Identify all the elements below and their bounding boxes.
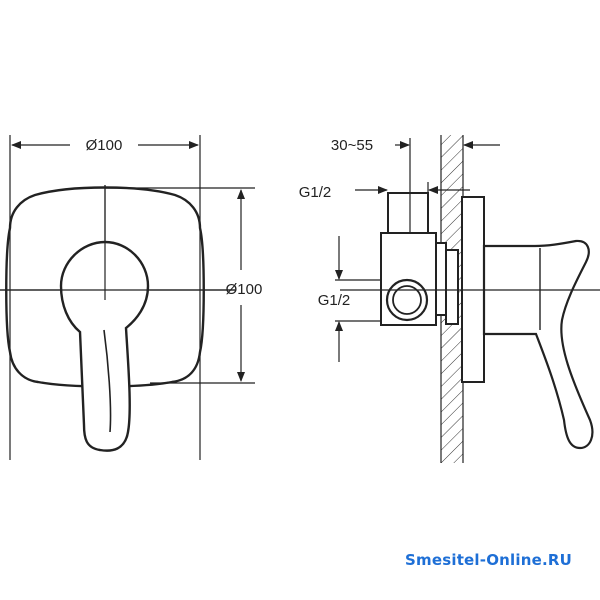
lever-handle-inner-edge [103, 329, 112, 433]
front-height-label: Ø100 [226, 281, 263, 298]
side-view [335, 135, 600, 463]
mixer-body-flange [435, 242, 447, 316]
front-width-label: Ø100 [86, 137, 123, 154]
top-thread-label: G1/2 [299, 184, 332, 201]
front-view [0, 135, 255, 460]
cover-plate-outline [5, 186, 205, 388]
lever-handle-outline [59, 240, 150, 452]
cartridge-housing [445, 249, 459, 325]
outlet-port-inner [392, 285, 422, 315]
watermark-text: Smesitel-Online.RU [405, 551, 572, 569]
top-inlet-port [387, 192, 429, 234]
bottom-thread-label: G1/2 [318, 292, 351, 309]
depth-dimension-label: 30~55 [331, 137, 373, 154]
side-lever-handle [482, 239, 594, 450]
